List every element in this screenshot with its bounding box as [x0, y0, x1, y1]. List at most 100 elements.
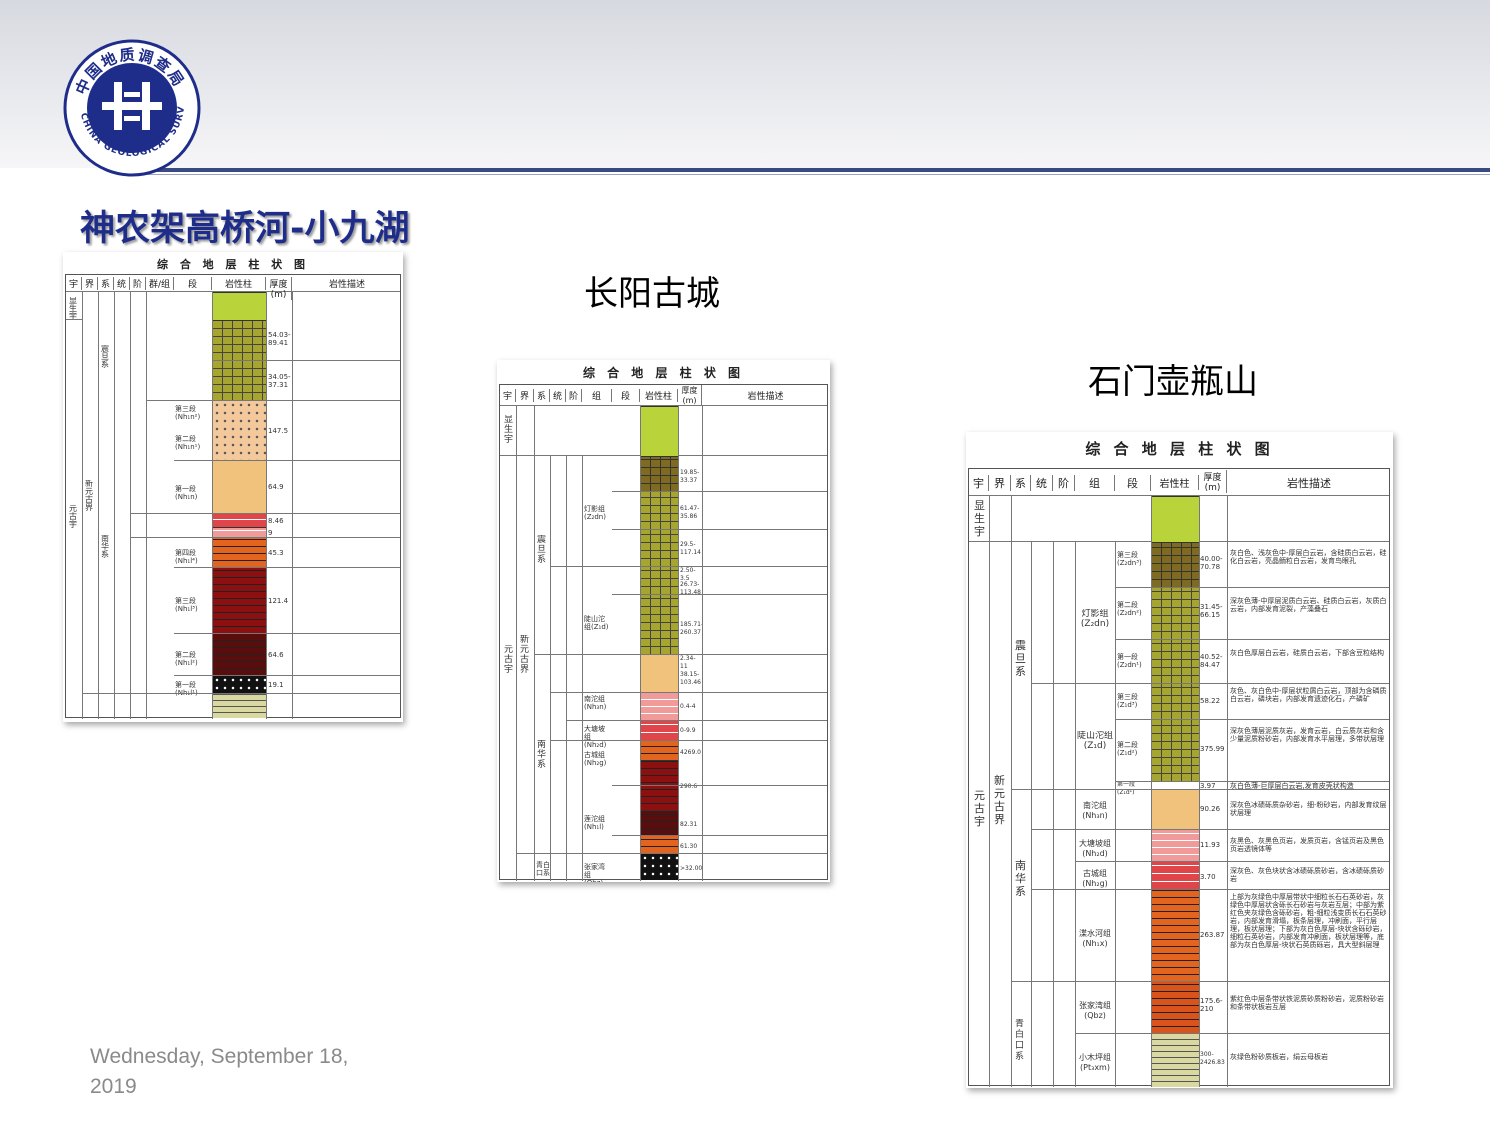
- group-label: 古城组(Nh₂g): [1082, 869, 1108, 888]
- row-divider: [1011, 789, 1389, 790]
- row-label: 元古宇: [504, 645, 514, 675]
- header-rule: [140, 168, 1490, 172]
- description-text: 深灰色冰碛砾质杂砂岩，细-粉砂岩，内部发育纹层状层理: [1230, 801, 1387, 817]
- lithology-bed: [213, 693, 266, 718]
- date-line-1: Wednesday, September 18,: [90, 1045, 349, 1068]
- row-divider: [66, 319, 82, 320]
- lithology-bed: [641, 594, 678, 654]
- lithology-bed: [1152, 639, 1199, 683]
- row-divider: [550, 740, 827, 741]
- row-label: 震旦系: [537, 535, 547, 565]
- column-title: 综 合 地 层 柱 状 图: [582, 366, 745, 380]
- col-divider: [678, 405, 679, 881]
- col-divider: [1151, 495, 1152, 1087]
- description-text: 灰白色、浅灰色中-厚层白云岩，含硅质白云岩，硅化白云岩，亮晶鲕粒白云岩，发育鸟眼…: [1230, 549, 1387, 565]
- row-label: 新元古界: [520, 635, 530, 675]
- row-label: 元古宇: [974, 789, 985, 828]
- col-divider: [566, 455, 567, 881]
- col-divider: [114, 291, 115, 719]
- header-cell: 阶: [566, 389, 582, 402]
- thickness-value: 34.05-37.31: [268, 373, 291, 389]
- thickness-value: 11.93: [1200, 841, 1221, 849]
- thickness-value: 4269.0: [680, 749, 701, 756]
- segment-label: 第一段(Nh₁n): [175, 485, 198, 501]
- col-divider: [1011, 495, 1012, 1087]
- row-divider: [516, 853, 827, 854]
- thickness-value: 40.52-84.47: [1200, 653, 1223, 669]
- cgs-logo-icon: 中国地质调查局 CHINA GEOLOGICAL SURVEY: [62, 38, 201, 177]
- lithology-bed: [641, 566, 678, 594]
- header-band: [0, 0, 1490, 168]
- col-divider: [702, 405, 703, 881]
- thickness-value: 375.99: [1200, 745, 1225, 753]
- header-cell: 统: [114, 277, 130, 290]
- lithology-bed: [213, 527, 266, 537]
- col-divider: [989, 495, 990, 1087]
- thickness-value: 175.6-210: [1200, 997, 1223, 1013]
- header-cell: 宇: [500, 389, 516, 402]
- col-divider: [1031, 541, 1032, 1087]
- description-text: 上部为灰绿色中厚层带状中细粒长石石英砂岩，灰绿色中厚层状含砾长石砂岩与灰岩互层；…: [1230, 893, 1387, 949]
- col-divider: [640, 405, 641, 881]
- header-cell: 组: [1075, 475, 1115, 491]
- header-cell: 岩性描述: [328, 280, 365, 290]
- col-divider: [1227, 495, 1228, 1087]
- label-shimen: 石门壶瓶山: [1088, 362, 1258, 402]
- row-label: 震旦系: [1015, 639, 1026, 678]
- description-text: 深灰色薄层泥质灰岩，发育云岩，白云质灰岩和含少量泥质粉砂岩，内部发育水平层理，多…: [1230, 727, 1384, 743]
- thickness-value: >32.00: [680, 865, 702, 872]
- lithology-bed: [213, 292, 266, 320]
- lithology-bed: [1152, 587, 1199, 639]
- col-divider: [1115, 541, 1116, 1087]
- lithology-bed: [1152, 496, 1199, 542]
- description-text: 紫红色中层条带状铁泥质砂质粉砂岩，泥质粉砂岩和条带状板岩互层: [1230, 995, 1384, 1011]
- thickness-value: 45.3: [268, 549, 284, 557]
- group-label: 南沱组(Nh₃n): [1082, 801, 1108, 820]
- slide-title: 神农架高桥河-小九湖: [80, 209, 410, 249]
- thickness-value: 3.70: [1200, 873, 1216, 881]
- thickness-value: 64.6: [268, 651, 284, 659]
- header-cell: 厚度(m): [678, 385, 702, 405]
- column-grid: 宇 界 系 统 阶 组 段 岩性柱 厚度(m) 岩性描述 显生宇 元古宇 新元古…: [968, 468, 1390, 1087]
- row-divider: [146, 400, 400, 401]
- header-cell: 段: [174, 277, 212, 290]
- col-divider: [550, 455, 551, 881]
- header-cell: 界: [516, 389, 534, 402]
- col-divider: [292, 291, 293, 719]
- lithology-bed: [1152, 981, 1199, 1033]
- column-grid: 宇 界 系 统 阶 组 段 岩性柱 厚度(m) 岩性描述 显生宇 元古宇 新元古…: [499, 384, 828, 882]
- thickness-value: 61.30: [680, 843, 698, 850]
- header-cell: 群/组: [146, 277, 174, 290]
- lithology-bed: [1152, 789, 1199, 829]
- lithology-bed: [213, 320, 266, 360]
- lithology-bed: [641, 529, 678, 566]
- row-divider: [174, 567, 400, 568]
- lithology-bed: [641, 720, 678, 740]
- thickness-value: 2.50-3.5: [680, 567, 696, 582]
- thickness-value: 64.9: [268, 483, 284, 491]
- header-divider: [66, 291, 400, 292]
- row-divider: [1031, 889, 1389, 890]
- group-label: 莲沱组(Nh₁l): [584, 815, 605, 831]
- row-divider: [1075, 861, 1389, 862]
- stratigraphic-column-changyang: 综 合 地 层 柱 状 图 宇 界 系 统 阶 组 段 岩性柱 厚度(m) 岩性…: [497, 360, 830, 882]
- lithology-bed: [1152, 542, 1199, 587]
- group-label: 小木坪组(Pt₃xm): [1079, 1053, 1111, 1072]
- row-label: 南华系: [537, 740, 547, 770]
- row-label: 南华系: [1015, 859, 1026, 898]
- group-label: 陡山沱组(Z₁d): [584, 615, 609, 631]
- header-cell: 段: [1115, 475, 1151, 491]
- col-divider: [582, 455, 583, 881]
- header-cell: 宇: [66, 277, 82, 290]
- stratigraphic-column-shimen: 综 合 地 层 柱 状 图 宇 界 系 统 阶 组 段 岩性柱 厚度(m) 岩性…: [966, 432, 1393, 1088]
- segment-label: 第二段(Z₁d²): [1117, 741, 1138, 757]
- col-divider: [146, 291, 147, 719]
- thickness-value: 2.34-11: [680, 655, 696, 670]
- thickness-value: 0.4-4: [680, 703, 696, 710]
- description-text: 灰白色厚层白云岩，硅质白云岩，下部含豆粒结构: [1230, 649, 1384, 657]
- row-divider: [550, 692, 827, 693]
- column-title: 综 合 地 层 柱 状 图: [157, 258, 309, 271]
- thickness-value: 29.5-117.14: [680, 541, 701, 556]
- thickness-value: 31.45-66.15: [1200, 603, 1223, 619]
- header-cell: 统: [550, 389, 566, 402]
